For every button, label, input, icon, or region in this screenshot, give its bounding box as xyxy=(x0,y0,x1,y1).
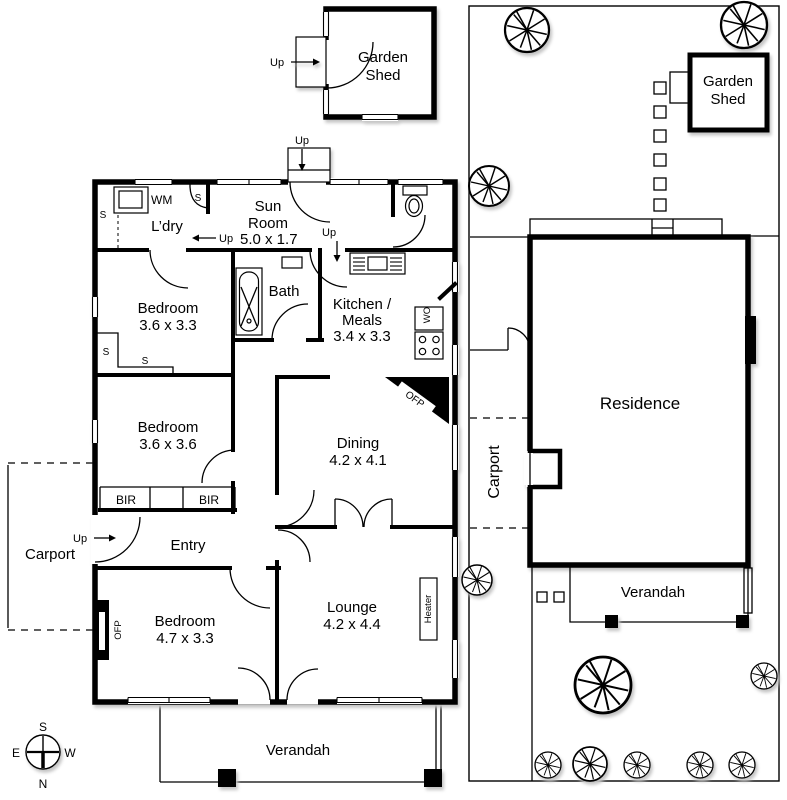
wall-oven-label: WO xyxy=(422,307,433,323)
verandah-post xyxy=(736,615,749,628)
sink-icon xyxy=(349,252,406,275)
laundry-label: L’dry xyxy=(151,218,183,235)
site-boundary xyxy=(468,5,780,782)
verandah-post xyxy=(424,769,442,787)
bedroom3-dims: 4.7 x 3.3 xyxy=(156,630,214,647)
site-garden-shed xyxy=(687,52,770,133)
carport-label: Carport xyxy=(25,546,76,563)
compass-north: N xyxy=(39,777,48,791)
compass-east: E xyxy=(12,746,20,760)
dining-label: Dining xyxy=(337,435,380,452)
bedroom2-dims: 3.6 x 3.6 xyxy=(139,436,197,453)
heater-icon xyxy=(419,577,438,641)
basin-icon xyxy=(281,256,303,269)
shed-label: Shed xyxy=(365,67,400,84)
bedroom1-dims: 3.6 x 3.3 xyxy=(139,317,197,334)
up-arrows xyxy=(94,58,341,542)
bedroom2-label: Bedroom xyxy=(138,419,199,436)
stepping-stones xyxy=(653,71,691,212)
bathtub-icon xyxy=(235,267,263,336)
heater-label: Heater xyxy=(423,595,434,624)
site-carport-label: Carport xyxy=(486,445,503,499)
floorplan-carport xyxy=(7,462,95,631)
compass-south: S xyxy=(39,720,47,734)
bedroom3-label: Bedroom xyxy=(155,613,216,630)
site-gate xyxy=(470,327,531,351)
bir-label: BIR xyxy=(199,493,219,507)
storage-label: S xyxy=(195,193,202,204)
porch-landing xyxy=(287,147,331,183)
window xyxy=(322,12,399,121)
fireplace-icon xyxy=(95,600,109,660)
site-residence xyxy=(524,234,756,568)
storage-label: S xyxy=(100,210,107,221)
compass-west: W xyxy=(64,746,76,760)
lounge-dims: 4.2 x 4.4 xyxy=(323,616,381,633)
dining-dims: 4.2 x 4.1 xyxy=(329,452,387,469)
verandah-post xyxy=(605,615,618,628)
entry-label: Entry xyxy=(170,537,206,554)
residence-label: Residence xyxy=(600,394,680,413)
bir-label: BIR xyxy=(116,493,136,507)
built-in-robes xyxy=(99,486,236,510)
storage-label: S xyxy=(142,356,149,367)
compass-icon: S N E W xyxy=(12,720,76,791)
door-arcs xyxy=(94,181,426,701)
floorplan-verandah xyxy=(159,703,442,787)
up-label: Up xyxy=(322,227,336,239)
bedroom1-label: Bedroom xyxy=(138,300,199,317)
wm-label: WM xyxy=(151,193,172,207)
up-label: Up xyxy=(295,135,309,147)
ofp-label: OFP xyxy=(113,620,124,640)
site-deck xyxy=(470,218,779,238)
laundry-fixtures xyxy=(113,183,209,248)
site-shed-label: Garden xyxy=(703,73,753,90)
site-verandah xyxy=(531,565,753,781)
shed-label: Garden xyxy=(358,49,408,66)
site-plan: Garden Shed Residence xyxy=(461,0,780,782)
lounge-label: Lounge xyxy=(327,599,377,616)
floorplan-house-walls xyxy=(91,58,459,705)
storage-shelves xyxy=(95,332,174,375)
washing-machine-icon xyxy=(118,190,143,209)
kitchen-label: Kitchen / xyxy=(333,296,392,313)
sunroom-dims: 5.0 x 1.7 xyxy=(240,231,298,248)
up-label: Up xyxy=(219,233,233,245)
window xyxy=(91,178,459,704)
toilet-icon xyxy=(402,185,428,218)
verandah-label: Verandah xyxy=(266,742,330,759)
up-label: Up xyxy=(73,533,87,545)
kitchen-dims: 3.4 x 3.3 xyxy=(333,328,391,345)
site-shed-label: Shed xyxy=(710,91,745,108)
bath-label: Bath xyxy=(269,283,300,300)
cooktop-icon xyxy=(414,331,444,360)
floorplan-garden-shed-walls xyxy=(295,6,437,121)
site-verandah-label: Verandah xyxy=(621,584,685,601)
up-label: Up xyxy=(270,57,284,69)
verandah-post xyxy=(218,769,236,787)
interior-walls xyxy=(93,180,458,702)
site-carport xyxy=(470,417,530,529)
sunroom-label: Room xyxy=(248,215,288,232)
kitchen-label: Meals xyxy=(342,312,382,329)
sunroom-label: Sun xyxy=(255,198,282,215)
wall-oven-icon xyxy=(414,306,444,331)
storage-label: S xyxy=(103,347,110,358)
floorplan-labels: Garden Shed Up Up WM S S L’dry Sun Room … xyxy=(25,49,434,759)
